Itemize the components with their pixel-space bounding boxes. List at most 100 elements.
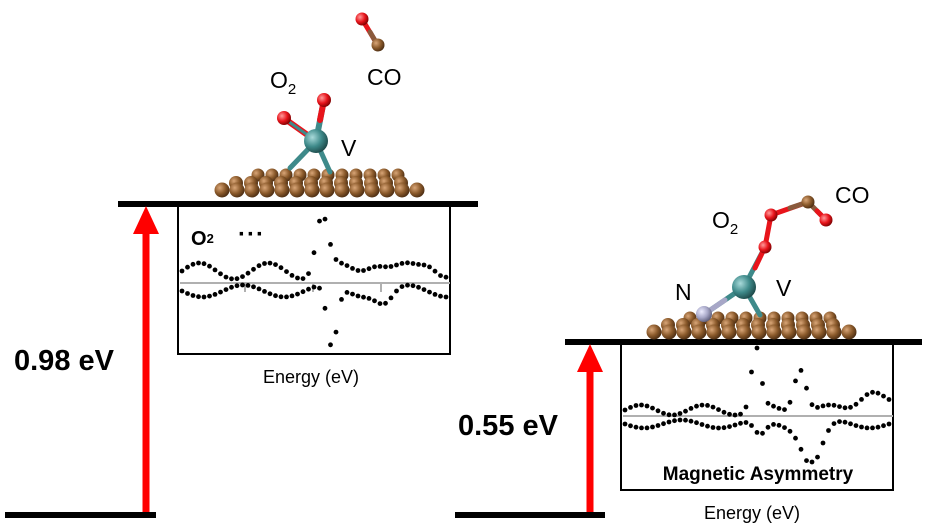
right-spectrum-dot: [622, 421, 628, 427]
right-spectrum-dot: [837, 404, 842, 409]
left-spectrum-dot: [361, 294, 366, 300]
left-spectrum-dot: [311, 250, 317, 256]
right-spectrum-dot: [633, 403, 639, 408]
left-spectrum-dot: [212, 292, 218, 297]
right-spectrum-dot: [644, 403, 650, 409]
right-spectrum-dot: [705, 423, 710, 429]
right-carbon-atom: [661, 324, 677, 340]
right-spectrum-dot: [853, 401, 859, 407]
right-spectrum-dot: [859, 397, 864, 402]
left-carbon-atom: [289, 182, 305, 198]
right-spectrum-dot: [694, 420, 699, 426]
left-spectrum-dot: [273, 293, 278, 299]
left-spectrum-dot: [421, 287, 427, 292]
left-spectrum-dot: [245, 283, 251, 288]
right-spectrum-dot: [798, 446, 804, 452]
right-spectrum-dot: [688, 406, 694, 411]
left-spectrum-dot: [311, 284, 317, 290]
right-spectrum-dot: [683, 417, 688, 423]
left-spectrum-dot: [295, 275, 300, 281]
right-barrier-label: 0.55 eV: [458, 410, 559, 442]
right-spectrum-dot: [650, 424, 655, 430]
right-spectrum-dot: [721, 409, 727, 415]
left-oxygen-atom-1: [277, 111, 291, 125]
right-spectrum-dot: [721, 425, 727, 431]
left-v-label: V: [341, 135, 357, 161]
right-spectrum-dot: [804, 458, 809, 463]
left-spectrum-dot: [289, 273, 295, 278]
right-spectrum-dot: [727, 411, 732, 417]
left-spectrum-dot: [262, 289, 267, 294]
right-spectrum-dot: [716, 425, 721, 431]
right-spectrum-dot: [875, 424, 881, 430]
right-spectrum-dot: [672, 412, 677, 418]
left-spectrum-dot: [234, 283, 240, 289]
left-spectrum-dot: [278, 265, 284, 271]
right-spectrum-dot: [743, 404, 749, 410]
left-spectrum-dot: [388, 264, 394, 269]
left-spectrum-dot: [372, 264, 377, 270]
right-spectrum-dot: [815, 405, 820, 410]
right-spectrum-dot: [760, 381, 765, 386]
left-spectrum-dot: [344, 290, 350, 295]
left-spectrum-dot: [350, 291, 355, 297]
right-carbon-atom: [676, 324, 692, 340]
right-spectrum-dot: [672, 418, 677, 424]
left-spectrum-dot: [190, 261, 196, 267]
right-spectrum-dot: [661, 421, 666, 427]
right-spectrum-dot: [644, 425, 650, 431]
right-spectrum-dot: [864, 392, 870, 397]
right-spectrum-dot: [639, 402, 644, 408]
right-inset-xlabel: Energy (eV): [704, 503, 800, 523]
right-vanadium-atom: [732, 275, 756, 299]
left-spectrum-dot: [284, 294, 289, 300]
right-spectrum-dot: [831, 421, 837, 426]
left-carbon-atom: [394, 182, 410, 198]
left-spectrum-dot: [234, 276, 240, 282]
right-spectrum-dot: [881, 393, 886, 399]
right-spectrum-dot: [666, 419, 672, 425]
left-spectrum-dot: [339, 297, 344, 302]
right-carbon-atom: [811, 324, 827, 340]
left-spectrum-dot: [361, 268, 366, 273]
left-spectrum-dot: [394, 262, 399, 268]
left-spectrum-dot: [377, 264, 383, 269]
left-spectrum-dot: [300, 289, 306, 295]
left-spectrum-dot: [427, 264, 432, 270]
left-spectrum-dot: [251, 284, 256, 290]
left-spectrum-dot: [207, 263, 212, 269]
left-spectrum-dot: [278, 294, 284, 300]
left-spectrum-dot: [350, 266, 355, 271]
right-inset-spectrum: [622, 345, 892, 465]
right-spectrum-dot: [826, 402, 831, 408]
left-carbon-atom: [334, 182, 350, 198]
left-spectrum-dot: [355, 293, 361, 299]
right-spectrum-dot: [765, 400, 771, 406]
left-spectrum-dot: [394, 288, 399, 294]
left-spectrum-dot: [443, 274, 449, 280]
right-spectrum-dot: [881, 423, 886, 429]
right-co-oxygen-atom: [819, 213, 833, 227]
left-inset-legend: O2: [191, 228, 214, 250]
right-spectrum-dot: [749, 369, 754, 375]
right-oxygen-atom-1: [758, 240, 772, 254]
right-spectrum-dot: [639, 425, 644, 431]
right-oxygen-atom-2: [764, 208, 778, 222]
right-spectrum-dot: [699, 422, 705, 427]
right-carbon-atom: [706, 324, 722, 340]
left-spectrum-dot: [333, 257, 339, 262]
left-spectrum-dot: [366, 296, 372, 301]
right-spectrum-dot: [864, 425, 870, 431]
left-spectrum-dot: [405, 260, 410, 266]
right-spectrum-dot: [820, 440, 826, 446]
left-spectrum-dot: [223, 274, 229, 280]
left-spectrum-dot: [207, 293, 212, 299]
left-spectrum-dot: [284, 269, 289, 274]
left-graphene-sheet: [214, 168, 425, 198]
right-spectrum-dot: [738, 411, 743, 417]
right-spectrum-dot: [749, 423, 754, 428]
left-spectrum-dot: [438, 273, 443, 278]
left-spectrum-dot: [267, 291, 273, 297]
left-spectrum-dot: [405, 282, 410, 288]
